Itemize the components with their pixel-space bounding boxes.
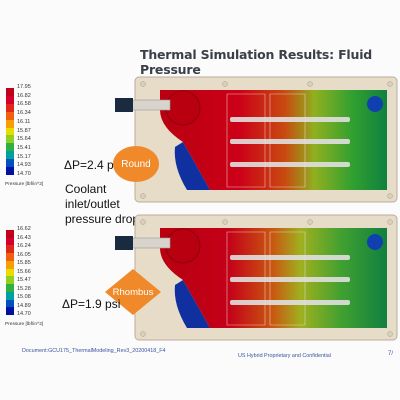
colorbar-bottom-tick-label: 16.05 xyxy=(17,251,31,258)
colorbar-top-color-block xyxy=(6,151,14,160)
colorbar-bottom-tick-label: 16.43 xyxy=(17,234,31,241)
colorbar-bottom-tick-label: 15.85 xyxy=(17,260,31,266)
colorbar-bottom-color-block xyxy=(6,245,14,254)
colorbar-bottom-tick-label: 15.28 xyxy=(17,285,31,292)
coolant-note: Coolant inlet/outlet pressure drop xyxy=(65,182,140,226)
pressure-drop-rhombus: ΔP=1.9 psi xyxy=(62,297,121,311)
colorbar-top-color-block xyxy=(6,88,14,97)
pressure-drop-round: ΔP=2.4 psi xyxy=(64,158,123,172)
colorbar-bottom-color-block xyxy=(6,276,14,285)
colorbar-top-tick-label: 16.11 xyxy=(17,118,31,125)
colorbar-top xyxy=(6,88,14,176)
colorbar-bottom-color-block xyxy=(6,299,14,308)
colorbar-bottom-color-block xyxy=(6,307,14,316)
colorbar-top-color-block xyxy=(6,111,14,121)
badge-rhombus: Rhombus xyxy=(104,268,162,316)
colorbar-bottom-tick-label: 14.70 xyxy=(17,311,31,317)
rhombus-shape xyxy=(105,269,161,315)
colorbar-top-tick-label: 16.82 xyxy=(17,92,31,99)
colorbar-top-tick-label: 15.87 xyxy=(17,127,31,134)
colorbar-top-color-block xyxy=(6,167,14,176)
badge-rhombus-label: Rhombus xyxy=(112,286,154,298)
colorbar-bottom-color-block xyxy=(6,291,14,301)
colorbar-top-tick-label: 17.95 xyxy=(17,84,31,90)
colorbar-top-tick-label: 15.41 xyxy=(17,144,31,151)
colorbar-top-tick-label: 15.64 xyxy=(17,136,31,143)
colorbar-bottom-tick-label: 15.66 xyxy=(17,268,31,275)
colorbar-top-label: Pressure [lbf/in^2] xyxy=(5,182,44,187)
simulation-image-rhombus xyxy=(115,214,398,341)
colorbar-top-color-block xyxy=(6,119,14,129)
colorbar-top-tick-label: 14.70 xyxy=(17,171,31,177)
colorbar-top-color-block xyxy=(6,103,14,113)
colorbar-bottom-tick-label: 15.08 xyxy=(17,294,31,300)
colorbar-bottom-label: Pressure [lbf/in^2] xyxy=(5,322,44,327)
colorbar-bottom-color-block xyxy=(6,284,14,293)
colorbar-top-color-block xyxy=(6,159,14,168)
colorbar-bottom-ticks: 16.62 16.43 16.24 16.05 15.85 15.66 15.47 15.28… xyxy=(17,226,47,317)
colorbar-top-tick-label: 16.34 xyxy=(17,110,31,117)
colorbar-bottom-tick-label: 15.47 xyxy=(17,277,31,283)
colorbar-bottom-color-block xyxy=(6,230,14,239)
colorbar-bottom xyxy=(6,230,14,316)
colorbar-top-tick-label: 15.17 xyxy=(17,153,31,160)
colorbar-top-tick-label: 14.93 xyxy=(17,162,31,169)
colorbar-bottom-color-block xyxy=(6,260,14,270)
badge-round: Round xyxy=(113,146,159,182)
colorbar-top-color-block xyxy=(6,143,14,152)
simulation-image-round xyxy=(115,76,398,203)
footer-page-number: 7/ xyxy=(388,351,394,357)
colorbar-bottom-color-block xyxy=(6,253,14,262)
footer-proprietary: US Hybrid Proprietary and Confidential xyxy=(238,353,331,359)
colorbar-bottom-tick-label: 14.89 xyxy=(17,302,31,309)
colorbar-bottom-color-block xyxy=(6,237,14,246)
colorbar-top-color-block xyxy=(6,95,14,105)
colorbar-bottom-tick-label: 16.62 xyxy=(17,226,31,232)
colorbar-top-color-block xyxy=(6,135,14,144)
footer-document-id: Document:GCU175_ThermalModeling_Rev3_202… xyxy=(22,348,166,354)
colorbar-top-color-block xyxy=(6,127,14,136)
colorbar-top-tick-label: 16.58 xyxy=(17,101,31,108)
slide-title: Thermal Simulation Results: Fluid Pressu… xyxy=(140,47,373,77)
colorbar-bottom-tick-label: 16.24 xyxy=(17,243,31,249)
colorbar-bottom-color-block xyxy=(6,268,14,277)
